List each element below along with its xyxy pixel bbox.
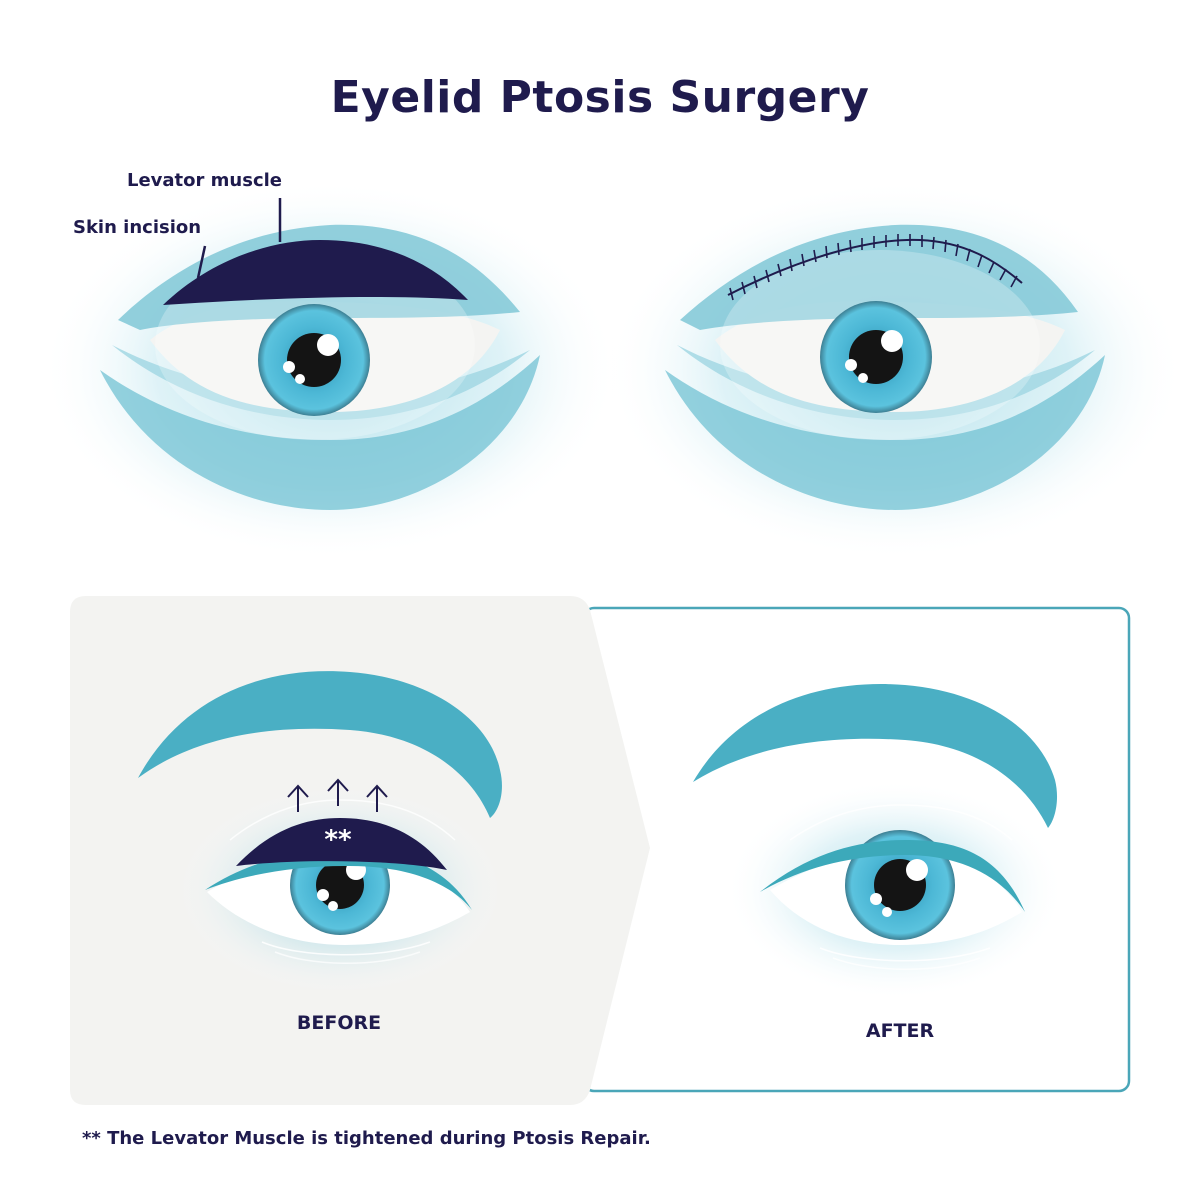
suture-stitches: [729, 234, 1018, 301]
upper-lid-line: [760, 840, 1025, 912]
before-caption: BEFORE: [296, 1012, 382, 1034]
tightened-marker: **: [324, 825, 352, 855]
top-left-eye: [40, 180, 620, 560]
lower-lid-fold: [112, 345, 530, 420]
lower-lid: [100, 355, 540, 510]
upper-lid-line: [205, 850, 472, 910]
before-eye: **: [138, 671, 505, 995]
upper-lid: [680, 224, 1078, 330]
eyebrow: [693, 684, 1058, 828]
page-title: Eyelid Ptosis Surgery: [330, 72, 870, 123]
skin-pointer: [196, 245, 207, 279]
levator-muscle: [236, 818, 447, 870]
footnote: ** The Levator Muscle is tightened durin…: [82, 1128, 651, 1149]
eyebrow: [138, 671, 502, 818]
skin-incision-label: Skin incision: [73, 217, 202, 238]
after-eye: [693, 684, 1065, 1000]
levator-muscle: [163, 240, 468, 305]
lift-arrows: [287, 778, 388, 812]
top-right-eye: [605, 180, 1185, 560]
levator-muscle-label: Levator muscle: [127, 170, 283, 191]
after-caption: AFTER: [865, 1020, 935, 1042]
